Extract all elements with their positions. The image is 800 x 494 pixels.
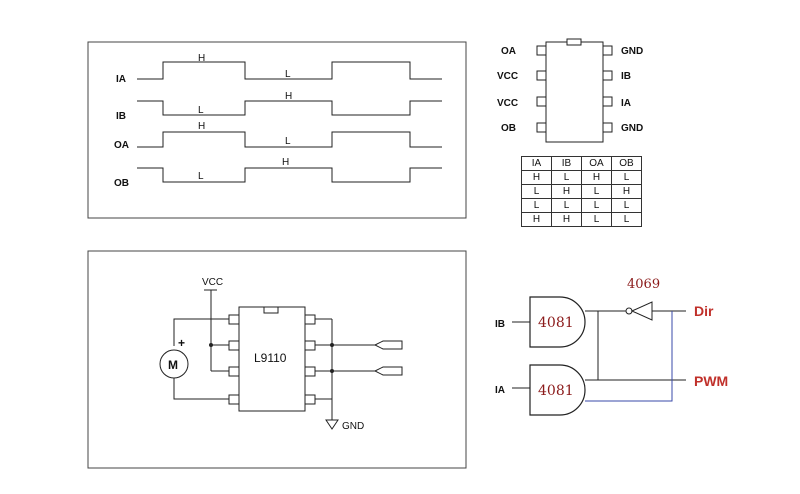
truth-table: IA IB OA OB H L H L L H L H L L L L H H …: [521, 156, 642, 227]
truth-table-cell: IA: [521, 156, 552, 171]
junction-dot: [330, 343, 334, 347]
motor-symbol: [159, 349, 189, 379]
l9110-chip-body: [238, 306, 306, 412]
pin-label-left: VCC: [497, 98, 518, 109]
l9110-pin: [228, 314, 240, 325]
chip-pin: [602, 122, 613, 133]
truth-table-cell: L: [581, 212, 612, 227]
truth-table-cell: L: [551, 198, 582, 213]
l9110-label: L9110: [254, 351, 287, 365]
signal-label-ob: OB: [114, 178, 129, 189]
truth-table-cell: L: [551, 170, 582, 185]
truth-table-cell: H: [611, 184, 642, 199]
truth-table-cell: L: [611, 212, 642, 227]
l9110-pin: [304, 314, 316, 325]
waveform-panel: [87, 41, 467, 219]
pin-label-left: OB: [501, 123, 516, 134]
gnd-symbol: [325, 419, 339, 430]
truth-table-cell: L: [521, 198, 552, 213]
motor-circuit-panel: [87, 250, 467, 469]
signal-label-ib: IB: [116, 111, 126, 122]
truth-table-row: L H L H: [521, 184, 642, 199]
pin-label-left: VCC: [497, 71, 518, 82]
pin-label-left: OA: [501, 46, 516, 57]
l9110-pin: [228, 366, 240, 377]
motor-label: M: [168, 358, 178, 372]
chip-pin: [602, 45, 613, 56]
chip-pin: [536, 96, 547, 107]
dir-output-label: Dir: [694, 303, 714, 319]
pin-label-right: IA: [621, 98, 631, 109]
input-label-ib: IB: [495, 319, 505, 330]
truth-table-row: H L H L: [521, 170, 642, 185]
l9110-pin: [228, 340, 240, 351]
gnd-label: GND: [342, 421, 364, 432]
truth-table-header: IA IB OA OB: [521, 156, 642, 171]
level-label: H: [282, 157, 289, 168]
junction-dot: [209, 343, 213, 347]
inverter-4069: [630, 301, 653, 321]
truth-table-cell: L: [581, 198, 612, 213]
chip-body: [545, 41, 604, 143]
vcc-label: VCC: [202, 277, 223, 288]
waveform-oa: [137, 131, 442, 148]
and-gate-2: [529, 364, 586, 416]
truth-table-row: L L L L: [521, 198, 642, 213]
pwm-output-label: PWM: [694, 373, 728, 389]
l9110-pin: [228, 394, 240, 405]
level-label: H: [285, 91, 292, 102]
truth-table-row: H H L L: [521, 212, 642, 227]
truth-table-cell: H: [521, 170, 552, 185]
level-label: L: [285, 69, 291, 80]
level-label: L: [285, 136, 291, 147]
truth-table-cell: H: [551, 184, 582, 199]
waveform-ib: [137, 100, 442, 116]
waveform-ob: [137, 167, 442, 183]
l9110-pin: [304, 340, 316, 351]
l9110-pin: [304, 366, 316, 377]
chip-pin: [536, 122, 547, 133]
and-gate-2-label: 4081: [538, 383, 574, 399]
level-label: L: [198, 171, 204, 182]
truth-table-cell: L: [611, 198, 642, 213]
junction-dot: [330, 369, 334, 373]
chip-pin: [602, 70, 613, 81]
input-connector-1: [373, 340, 403, 350]
l9110-pin: [304, 394, 316, 405]
truth-table-cell: L: [581, 184, 612, 199]
blue-wire: [585, 311, 673, 402]
chip-pin: [536, 70, 547, 81]
inverter-label: 4069: [627, 277, 660, 292]
truth-table-cell: H: [551, 212, 582, 227]
truth-table-cell: IB: [551, 156, 582, 171]
pin-label-right: GND: [621, 123, 643, 134]
level-label: H: [198, 53, 205, 64]
truth-table-cell: L: [521, 184, 552, 199]
signal-label-ia: IA: [116, 74, 126, 85]
pin-label-right: GND: [621, 46, 643, 57]
pin-label-right: IB: [621, 71, 631, 82]
input-label-ia: IA: [495, 385, 505, 396]
chip-notch: [566, 38, 582, 46]
level-label: H: [198, 121, 205, 132]
chip-pin: [602, 96, 613, 107]
plus-label: +: [178, 336, 185, 350]
l9110-chip-notch: [263, 306, 279, 314]
and-gate-1: [529, 296, 586, 348]
truth-table-cell: OA: [581, 156, 612, 171]
truth-table-cell: L: [611, 170, 642, 185]
truth-table-cell: H: [521, 212, 552, 227]
truth-table-cell: OB: [611, 156, 642, 171]
input-connector-2: [373, 366, 403, 376]
motor-wire-top: [173, 318, 229, 346]
truth-table-cell: H: [581, 170, 612, 185]
chip-pin: [536, 45, 547, 56]
signal-label-oa: OA: [114, 140, 129, 151]
motor-wire-bottom: [173, 378, 229, 400]
level-label: L: [198, 105, 204, 116]
gate1-feedback-wire: [585, 311, 599, 381]
waveform-ia: [137, 61, 442, 80]
and-gate-1-label: 4081: [538, 315, 574, 331]
